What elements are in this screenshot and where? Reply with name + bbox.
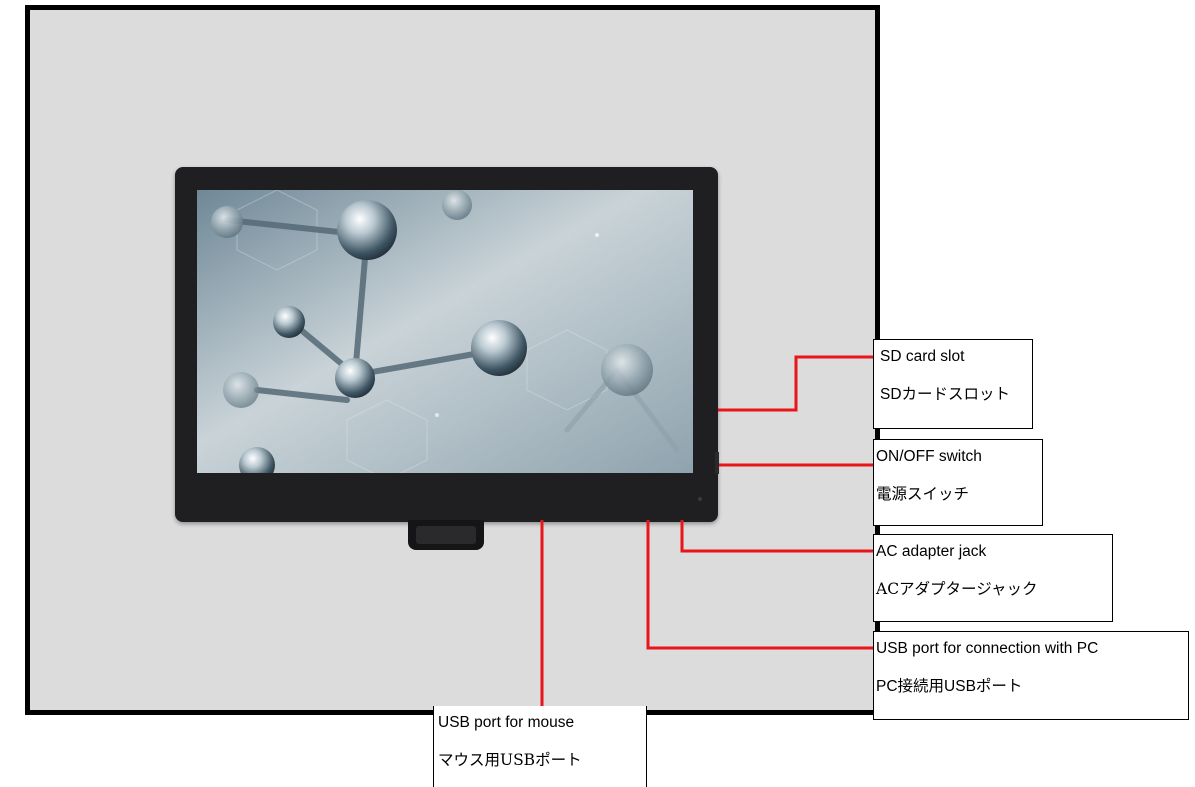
label-sd-card-slot-en: SD card slot — [880, 348, 965, 365]
label-ac-adapter-jack-en: AC adapter jack — [876, 543, 987, 560]
molecule-wallpaper — [197, 190, 693, 473]
label-power-switch-jp: 電源スイッチ — [876, 486, 970, 503]
camera-stand-mount — [408, 520, 484, 550]
label-power-switch-en: ON/OFF switch — [876, 448, 982, 465]
monitor-device — [175, 167, 718, 522]
label-usb-port-mouse: USB port for mouse マウス用USBポート — [433, 706, 647, 787]
label-usb-port-pc-jp: PC接続用USBポート — [876, 678, 1023, 695]
label-ac-adapter-jack: AC adapter jack ACアダプタージャック — [873, 534, 1113, 622]
label-sd-card-slot-jp: SDカードスロット — [880, 386, 1011, 403]
leader-line-sd-card — [718, 355, 873, 412]
label-usb-port-mouse-jp: マウス用USBポート — [438, 751, 582, 769]
label-ac-adapter-jack-jp: ACアダプタージャック — [876, 580, 1038, 598]
label-usb-port-pc: USB port for connection with PC PC接続用USB… — [873, 631, 1189, 720]
monitor-screen — [197, 190, 693, 473]
label-sd-card-slot: SD card slot SDカードスロット — [873, 339, 1033, 429]
label-usb-port-mouse-en: USB port for mouse — [438, 714, 575, 731]
label-usb-port-pc-en: USB port for connection with PC — [876, 640, 1099, 657]
power-switch-button — [715, 452, 719, 474]
power-indicator-led — [698, 497, 702, 501]
label-power-switch: ON/OFF switch 電源スイッチ — [873, 439, 1043, 526]
leader-line-ac-jack — [680, 520, 873, 553]
leader-line-usb-pc — [646, 520, 873, 650]
